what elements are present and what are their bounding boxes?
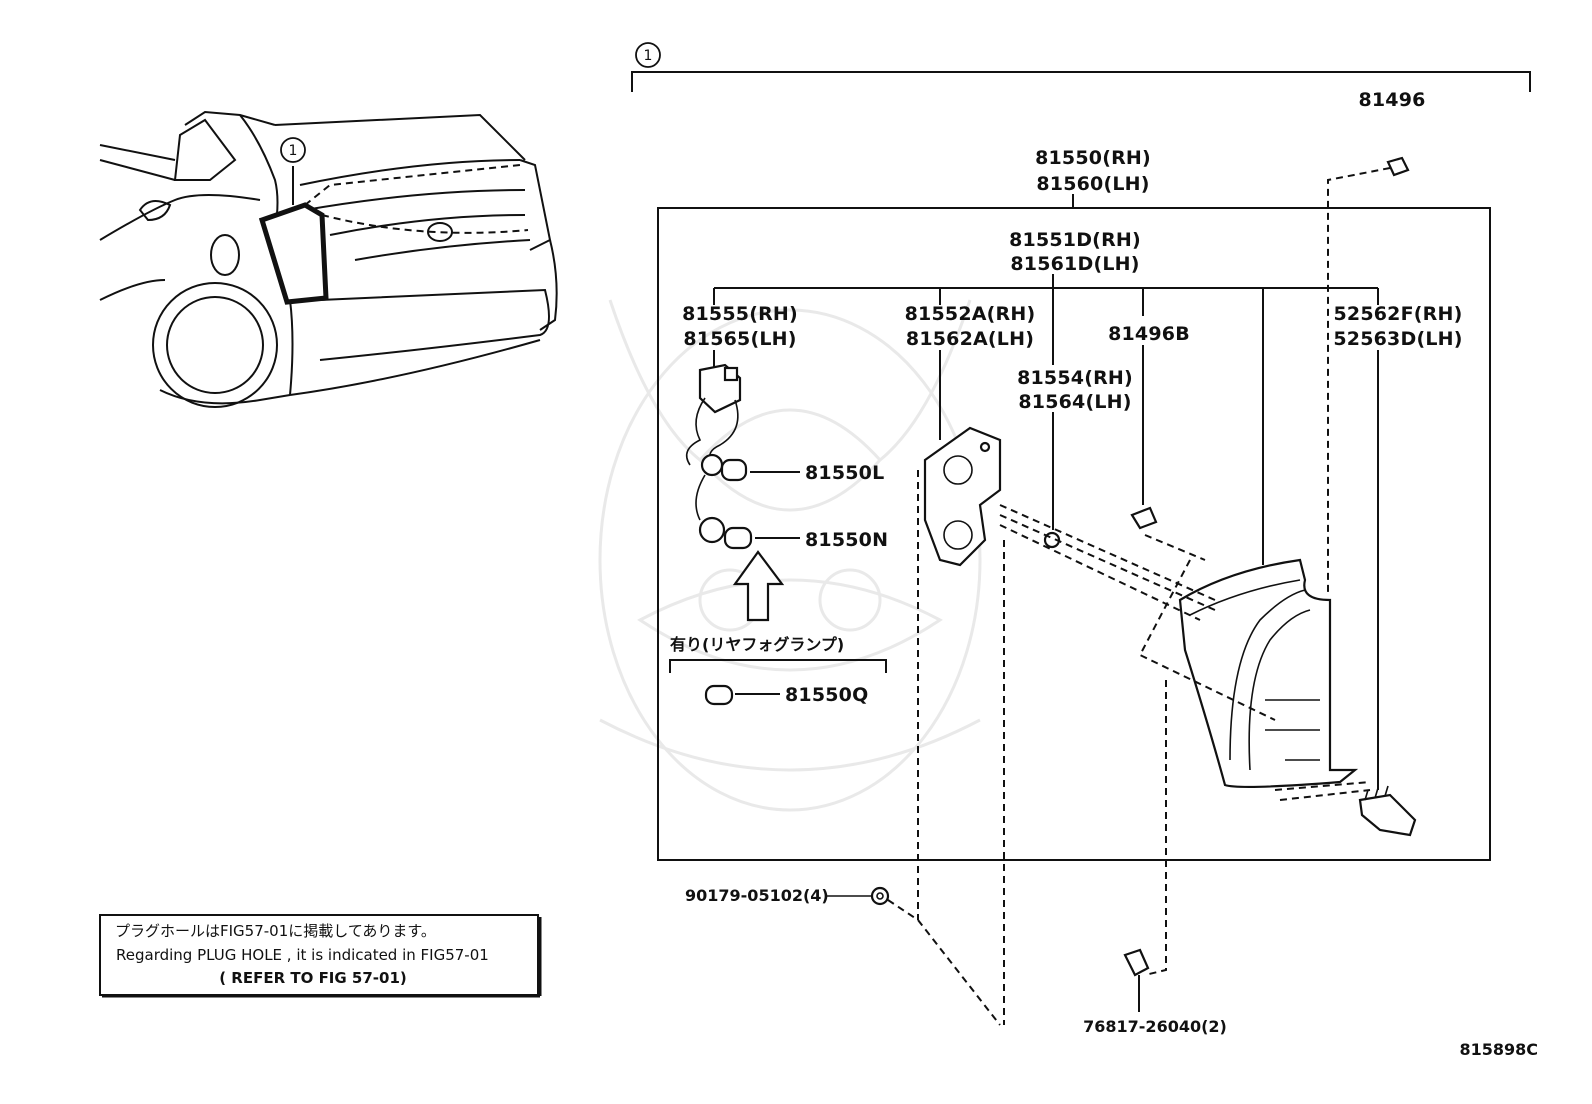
arrow-icon [732,550,785,622]
label-81560-lh: 81560(LH) [1036,173,1149,195]
label-81552a-rh: 81552A(RH) [905,303,1036,325]
leader-lines [713,345,1379,790]
label-81555-rh: 81555(RH) [682,303,798,325]
connector-52562f [1358,785,1417,837]
label-76817: 76817-26040(2) [1083,1017,1227,1036]
label-81564-lh: 81564(LH) [1018,391,1131,413]
callout-marker-1-car-text: 1 [289,143,298,159]
label-81562a-lh: 81562A(LH) [906,328,1034,350]
note-line-ref: ( REFER TO FIG 57-01) [219,969,407,987]
label-81550q: 81550Q [785,684,868,706]
label-81565-lh: 81565(LH) [683,328,796,350]
assembly-bracket: 1 [631,42,1531,92]
label-81561d-lh: 81561D(LH) [1010,253,1139,275]
gasket-plate [923,426,1002,567]
figure-id: 815898C [1459,1040,1538,1059]
option-label-rear-fog: 有り(リヤフォグランプ) [670,635,844,654]
label-tree-lines [713,274,1379,565]
vehicle-rear-illustration: 1 [99,110,558,408]
note-box: プラグホールはFIG57-01に掲載してあります。 Regarding PLUG… [99,914,542,998]
bulb-81550q [704,684,734,706]
note-line-jp: プラグホールはFIG57-01に掲載してあります。 [115,922,436,940]
screw-81496b [1130,506,1158,530]
label-81550n: 81550N [805,529,888,551]
callout-marker-1 [635,42,661,68]
note-line-en: Regarding PLUG HOLE , it is indicated in… [116,946,489,964]
callout-marker-1-car [280,137,306,163]
label-81554-rh: 81554(RH) [1017,367,1133,389]
label-81496: 81496 [1358,89,1425,111]
label-90179: 90179-05102(4) [685,886,829,905]
socket-wire-assembly [685,363,800,550]
label-81551d-rh: 81551D(RH) [1009,229,1141,251]
label-81550l: 81550L [805,462,884,484]
tail-lamp-housing [1178,558,1359,789]
clip-76817 [1123,948,1150,977]
label-81550-rh: 81550(RH) [1035,147,1151,169]
nut-90179 [870,886,890,906]
label-81496b: 81496B [1108,323,1190,345]
assembly-dash-lines [887,167,1391,1026]
label-52562f-rh: 52562F(RH) [1334,303,1463,325]
label-52563d-lh: 52563D(LH) [1333,328,1462,350]
tail-lamp-highlight [258,202,329,305]
callout-marker-1-text: 1 [644,48,653,64]
screw-81496 [1386,156,1410,177]
